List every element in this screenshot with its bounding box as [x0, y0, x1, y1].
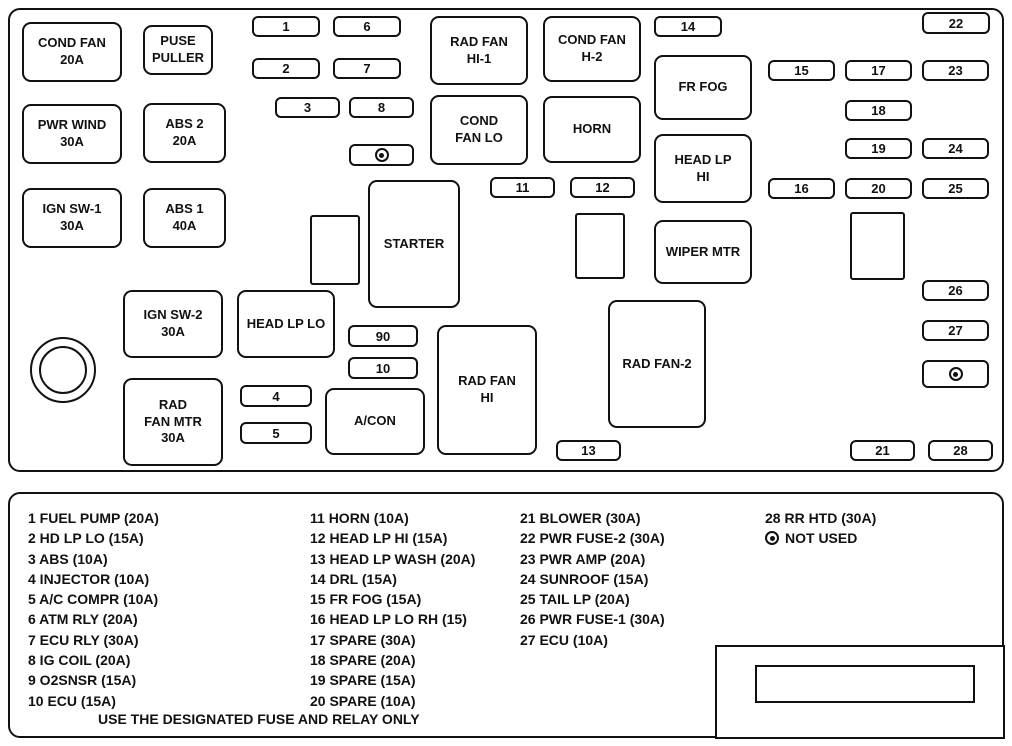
fuse-23: 23	[922, 60, 989, 81]
legend-entry-10: 10 ECU (15A)	[28, 692, 116, 709]
legend-entry-23: 23 PWR AMP (20A)	[520, 550, 646, 567]
legend-entry-19: 19 SPARE (15A)	[310, 672, 416, 689]
legend-entry-6: 6 ATM RLY (20A)	[28, 611, 138, 628]
fuse-7: 7	[333, 58, 401, 79]
fuse-16: 16	[768, 178, 835, 199]
relay-wiper-mtr: WIPER MTR	[654, 220, 752, 284]
legend-entry-24: 24 SUNROOF (15A)	[520, 570, 649, 587]
legend-column-4: 28 RR HTD (30A) NOT USED	[765, 508, 876, 549]
legend-entry-16: 16 HEAD LP LO RH (15)	[310, 611, 467, 628]
fuse-28: 28	[928, 440, 993, 461]
relay-pwr-wind: PWR WIND 30A	[22, 104, 122, 164]
not-used-icon	[374, 148, 389, 162]
legend-entry-5: 5 A/C COMPR (10A)	[28, 591, 159, 608]
legend-entry-26: 26 PWR FUSE-1 (30A)	[520, 611, 665, 628]
fuse-19: 19	[845, 138, 912, 159]
fuse-15: 15	[768, 60, 835, 81]
label-plate	[715, 645, 1005, 739]
legend-entry-not-used: NOT USED	[765, 528, 876, 548]
fuse-12: 12	[570, 177, 635, 198]
fuse-26: 26	[922, 280, 989, 301]
fuse-11: 11	[490, 177, 555, 198]
relay-head-lp-hi: HEAD LP HI	[654, 134, 752, 203]
legend-entry-7: 7 ECU RLY (30A)	[28, 631, 139, 648]
fuse-6: 6	[333, 16, 401, 37]
legend-entry-28: 28 RR HTD (30A)	[765, 510, 877, 526]
fuse-8: 8	[349, 97, 414, 118]
mount-hole-icon	[30, 337, 96, 403]
relay-horn: HORN	[543, 96, 641, 163]
relay-abs-2: ABS 2 20A	[143, 103, 226, 163]
not-used-dot	[379, 152, 384, 158]
legend-entry-18: 18 SPARE (20A)	[310, 652, 416, 669]
relay-ign-sw-2: IGN SW-2 30A	[123, 290, 223, 358]
legend-entry-25: 25 TAIL LP (20A)	[520, 591, 630, 608]
label-plate-window	[755, 665, 975, 703]
legend-entry-3: 3 ABS (10A)	[28, 550, 108, 567]
not-used-label: NOT USED	[785, 530, 858, 547]
legend-entry-12: 12 HEAD LP HI (15A)	[310, 530, 448, 547]
relay-fr-fog: FR FOG	[654, 55, 752, 120]
relay-fuse-puller: PUSE PULLER	[143, 25, 213, 75]
legend-entry-4: 4 INJECTOR (10A)	[28, 570, 150, 587]
fuse-not-used-slot-2	[922, 360, 989, 388]
fuse-3: 3	[275, 97, 340, 118]
legend-entry-20: 20 SPARE (10A)	[310, 692, 416, 709]
mount-hole-inner-ring	[39, 346, 87, 394]
legend-entry-9: 9 O2SNSR (15A)	[28, 672, 137, 689]
relay-head-lp-lo: HEAD LP LO	[237, 290, 335, 358]
blank-box-right	[850, 212, 905, 280]
fuse-14: 14	[654, 16, 722, 37]
legend-entry-27: 27 ECU (10A)	[520, 631, 608, 648]
legend-entry-2: 2 HD LP LO (15A)	[28, 530, 144, 547]
fuse-17: 17	[845, 60, 912, 81]
legend-column-3: 21 BLOWER (30A) 22 PWR FUSE-2 (30A) 23 P…	[520, 508, 665, 650]
not-used-dot	[769, 535, 775, 541]
not-used-icon	[948, 367, 963, 381]
relay-cond-fan-lo: COND FAN LO	[430, 95, 528, 165]
fuse-4: 4	[240, 385, 312, 407]
legend-entry-22: 22 PWR FUSE-2 (30A)	[520, 530, 665, 547]
relay-rad-fan-mtr: RAD FAN MTR 30A	[123, 378, 223, 466]
relay-rad-fan-hi: RAD FAN HI	[437, 325, 537, 455]
legend-entry-15: 15 FR FOG (15A)	[310, 591, 422, 608]
fuse-5: 5	[240, 422, 312, 444]
fuse-25: 25	[922, 178, 989, 199]
relay-abs-1: ABS 1 40A	[143, 188, 226, 248]
relay-starter: STARTER	[368, 180, 460, 308]
relay-cond-fan-h-2: COND FAN H-2	[543, 16, 641, 82]
fuse-18: 18	[845, 100, 912, 121]
legend-entry-17: 17 SPARE (30A)	[310, 631, 416, 648]
fuse-90: 90	[348, 325, 418, 347]
fuse-20: 20	[845, 178, 912, 199]
fuse-not-used-slot-1	[349, 144, 414, 166]
legend-column-1: 1 FUEL PUMP (20A) 2 HD LP LO (15A) 3 ABS…	[28, 508, 159, 711]
relay-rad-fan-hi-1: RAD FAN HI-1	[430, 16, 528, 85]
legend-footer-note: USE THE DESIGNATED FUSE AND RELAY ONLY	[98, 711, 420, 727]
fuse-21: 21	[850, 440, 915, 461]
not-used-dot	[953, 371, 958, 377]
fuse-10: 10	[348, 357, 418, 379]
fuse-1: 1	[252, 16, 320, 37]
fuse-22: 22	[922, 12, 990, 34]
legend-column-2: 11 HORN (10A) 12 HEAD LP HI (15A) 13 HEA…	[310, 508, 475, 711]
fuse-2: 2	[252, 58, 320, 79]
relay-rad-fan-2: RAD FAN-2	[608, 300, 706, 428]
blank-box-left-of-starter	[310, 215, 360, 285]
relay-cond-fan: COND FAN 20A	[22, 22, 122, 82]
fuse-27: 27	[922, 320, 989, 341]
blank-box-center	[575, 213, 625, 279]
legend-entry-14: 14 DRL (15A)	[310, 570, 397, 587]
relay-ign-sw-1: IGN SW-1 30A	[22, 188, 122, 248]
legend-entry-8: 8 IG COIL (20A)	[28, 652, 131, 669]
fuse-13: 13	[556, 440, 621, 461]
legend-entry-1: 1 FUEL PUMP (20A)	[28, 510, 159, 526]
legend-entry-11: 11 HORN (10A)	[310, 510, 409, 526]
legend-entry-21: 21 BLOWER (30A)	[520, 510, 641, 526]
fuse-24: 24	[922, 138, 989, 159]
not-used-icon	[765, 531, 779, 546]
legend-entry-13: 13 HEAD LP WASH (20A)	[310, 550, 476, 567]
relay-a-con: A/CON	[325, 388, 425, 455]
